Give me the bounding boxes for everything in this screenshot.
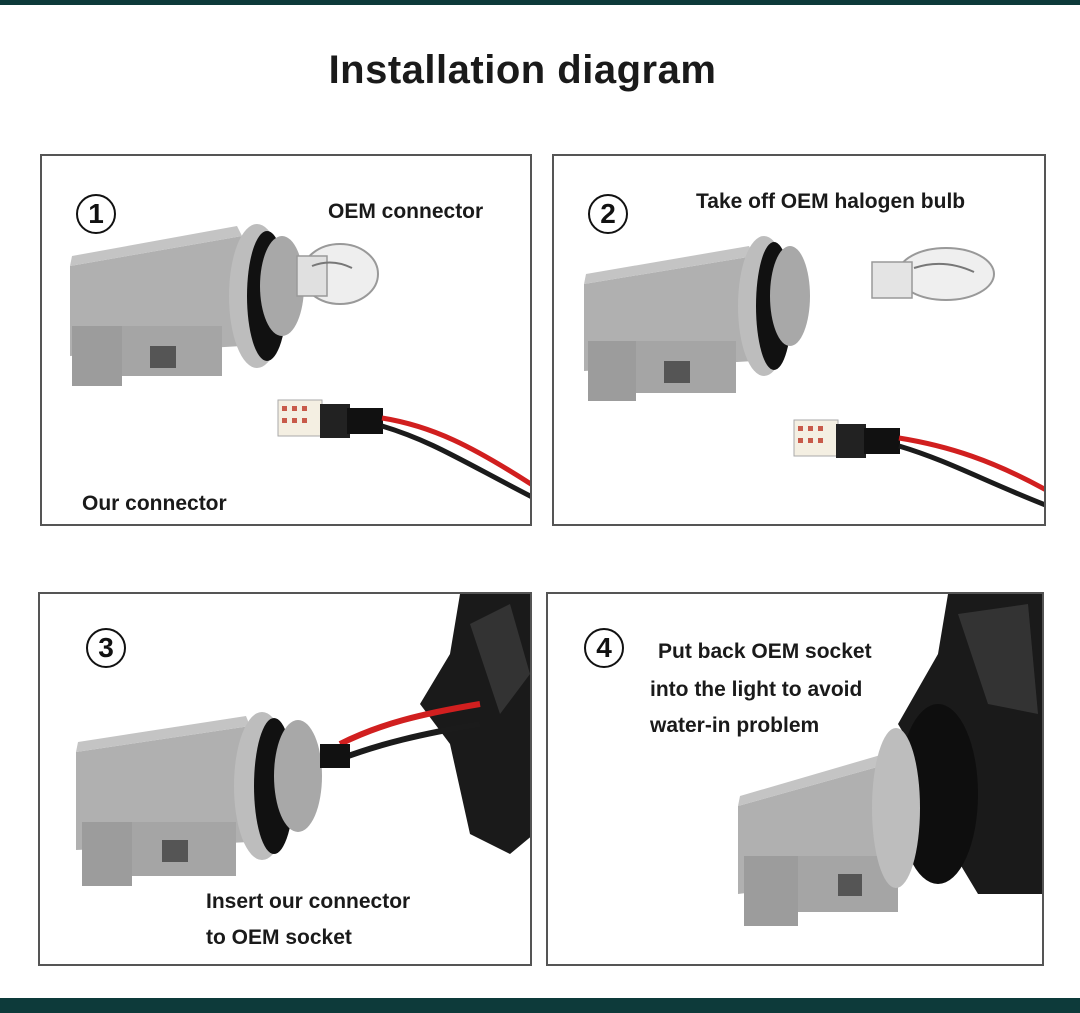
caption-take-off-bulb: Take off OEM halogen bulb — [696, 190, 966, 213]
caption-insert-line-2: to OEM socket — [206, 926, 352, 949]
insert-connector-illustration — [76, 594, 530, 886]
step-number-1: 1 — [76, 194, 116, 234]
step-2-panel: 2 Take off OEM halogen bulb — [552, 154, 1046, 526]
socket-reinstalled-illustration — [738, 594, 1042, 926]
step-number-4: 4 — [584, 628, 624, 668]
caption-oem-connector: OEM connector — [328, 200, 484, 223]
bottom-border — [0, 998, 1080, 1013]
step-3-panel: 3 Insert our connector to OEM socket — [38, 592, 532, 966]
top-border — [0, 0, 1080, 5]
step-number-2: 2 — [588, 194, 628, 234]
caption-put-back-line-1: Put back OEM socket — [658, 640, 872, 663]
step-1-panel: 1 OEM connector Our connector — [40, 154, 532, 526]
oem-connector-with-bulb-illustration — [70, 224, 530, 499]
bulb-removed-illustration — [584, 236, 1044, 508]
caption-put-back-line-3: water-in problem — [650, 714, 820, 737]
step-number-3: 3 — [86, 628, 126, 668]
caption-put-back-line-2: into the light to avoid — [650, 678, 863, 701]
caption-our-connector: Our connector — [82, 492, 227, 515]
step-4-panel: 4 Put back OEM socket into the light to … — [546, 592, 1044, 966]
page-title: Installation diagram — [328, 48, 717, 92]
caption-insert-line-1: Insert our connector — [206, 890, 411, 913]
